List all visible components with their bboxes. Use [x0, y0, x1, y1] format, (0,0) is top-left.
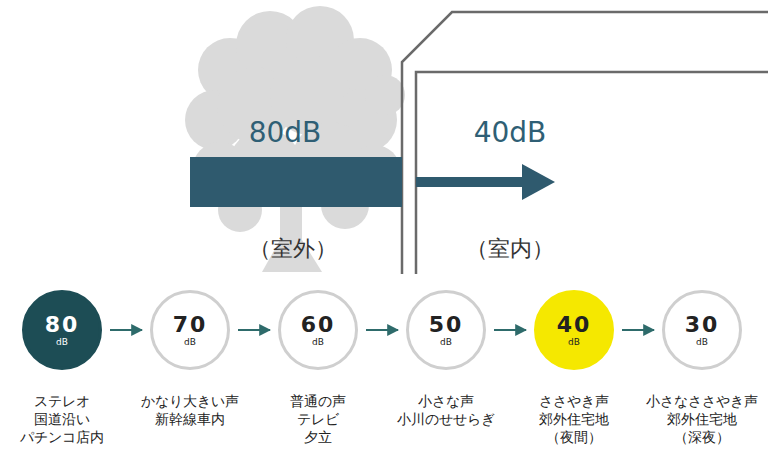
level-label: 40dB [474, 116, 547, 149]
level-circle: 40dB [534, 290, 614, 370]
place-label: （室外） [249, 234, 337, 264]
level-circle: 30dB [662, 290, 742, 370]
decibel-unit: dB [440, 337, 452, 348]
decibel-unit: dB [184, 337, 196, 348]
level-node: 60dB 普通の声 テレビ 夕立 [278, 290, 358, 446]
level-node: 40dB ささやき声 郊外住宅地 （夜間） [534, 290, 614, 446]
level-circle: 70dB [150, 290, 230, 370]
decibel-value: 40 [557, 313, 592, 337]
flow-arrow [110, 329, 142, 331]
decibel-unit: dB [312, 337, 324, 348]
example-caption: 普通の声 テレビ 夕立 [290, 392, 346, 446]
level-node: 30dB 小さなささやき声 郊外住宅地 （深夜） [646, 290, 758, 446]
level-label: 80dB [249, 116, 322, 149]
flow-arrow [622, 329, 654, 331]
decibel-unit: dB [696, 337, 708, 348]
level-circle: 50dB [406, 290, 486, 370]
level-circle: 80dB [22, 290, 102, 370]
decibel-value: 50 [429, 313, 464, 337]
decibel-unit: dB [56, 337, 68, 348]
example-caption: 小さなささやき声 郊外住宅地 （深夜） [646, 392, 758, 446]
sound-band [190, 157, 402, 207]
decibel-value: 80 [45, 313, 80, 337]
decibel-value: 70 [173, 313, 208, 337]
example-caption: ステレオ 国道沿い パチンコ店内 [20, 392, 104, 446]
sound-arrow [416, 164, 555, 200]
example-caption: 小さな声 小川のせせらぎ [397, 392, 495, 428]
level-node: 70dB かなり大きい声 新幹線車内 [141, 290, 239, 428]
level-circle: 60dB [278, 290, 358, 370]
example-caption: ささやき声 郊外住宅地 （夜間） [539, 392, 609, 446]
example-caption: かなり大きい声 新幹線車内 [141, 392, 239, 428]
level-node: 80dB ステレオ 国道沿い パチンコ店内 [20, 290, 104, 446]
place-label: （室内） [466, 234, 554, 264]
decibel-unit: dB [568, 337, 580, 348]
flow-arrow [366, 329, 398, 331]
decibel-value: 60 [301, 313, 336, 337]
decibel-value: 30 [685, 313, 720, 337]
tree-silhouette [185, 6, 405, 272]
level-node: 50dB 小さな声 小川のせせらぎ [397, 290, 495, 428]
flow-arrow [494, 329, 526, 331]
house-wall [402, 12, 768, 274]
flow-arrow [238, 329, 270, 331]
